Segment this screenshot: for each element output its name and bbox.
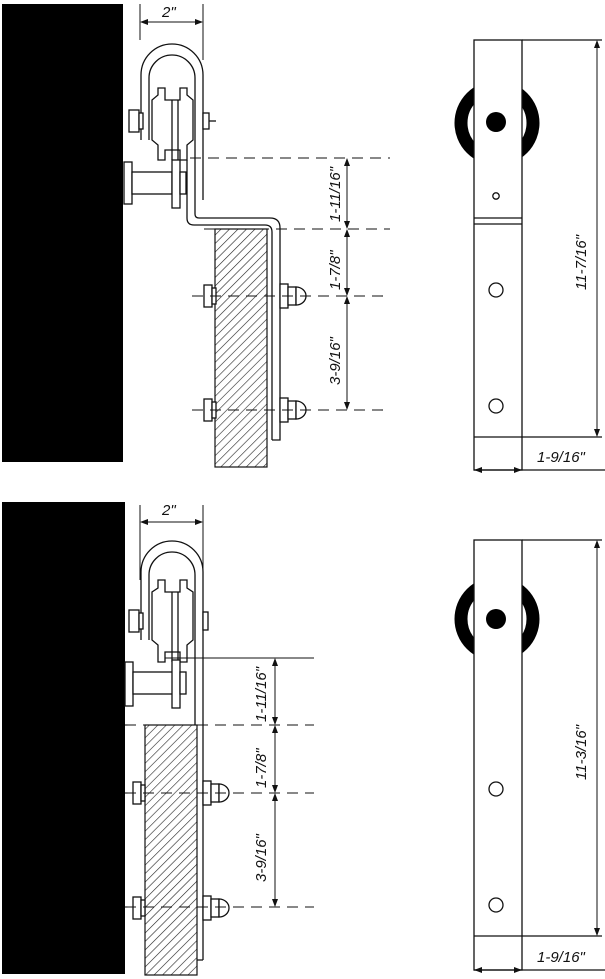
door-panel [2, 502, 125, 974]
width-dim-label: 1-9/16" [537, 449, 586, 466]
dim-label-1: 1-11/16" [327, 166, 344, 222]
axle-icon [486, 609, 506, 629]
bolt-hole-icon [488, 282, 504, 298]
front-view-top: 11-7/16" 1-9/16" [454, 39, 605, 473]
standoff-icon [123, 161, 133, 205]
dim-label-3: 3-9/16" [253, 833, 270, 882]
side-view-top: 2" [2, 4, 390, 468]
variant-top: 2" [2, 4, 605, 473]
bolt-hole-icon [488, 781, 504, 797]
width-dim-label: 2" [161, 502, 176, 519]
width-dim-label: 2" [161, 4, 176, 21]
height-dim-label: 11-3/16" [573, 724, 590, 780]
axle-icon [486, 112, 506, 132]
dim-label-3: 3-9/16" [327, 336, 344, 385]
door-panel [2, 4, 123, 462]
dim-label-2: 1-7/8" [327, 250, 344, 290]
bolt-head-icon [128, 109, 140, 133]
bolt-hole-icon [488, 398, 504, 414]
door-bolt-lower [132, 895, 230, 921]
front-view-bottom: 11-3/16" 1-9/16" [454, 539, 605, 973]
height-dim-label: 11-7/16" [573, 234, 590, 290]
bolt-hole-icon [488, 897, 504, 913]
door-cross-section [144, 724, 198, 976]
width-dim-label: 1-9/16" [537, 949, 586, 966]
variant-bottom: 2" [2, 502, 605, 976]
dim-label-2: 1-7/8" [253, 748, 270, 788]
side-view-bottom: 2" [2, 502, 314, 976]
dim-label-1: 1-11/16" [253, 666, 270, 722]
standoff-icon [124, 661, 134, 707]
door-cross-section [214, 228, 268, 468]
